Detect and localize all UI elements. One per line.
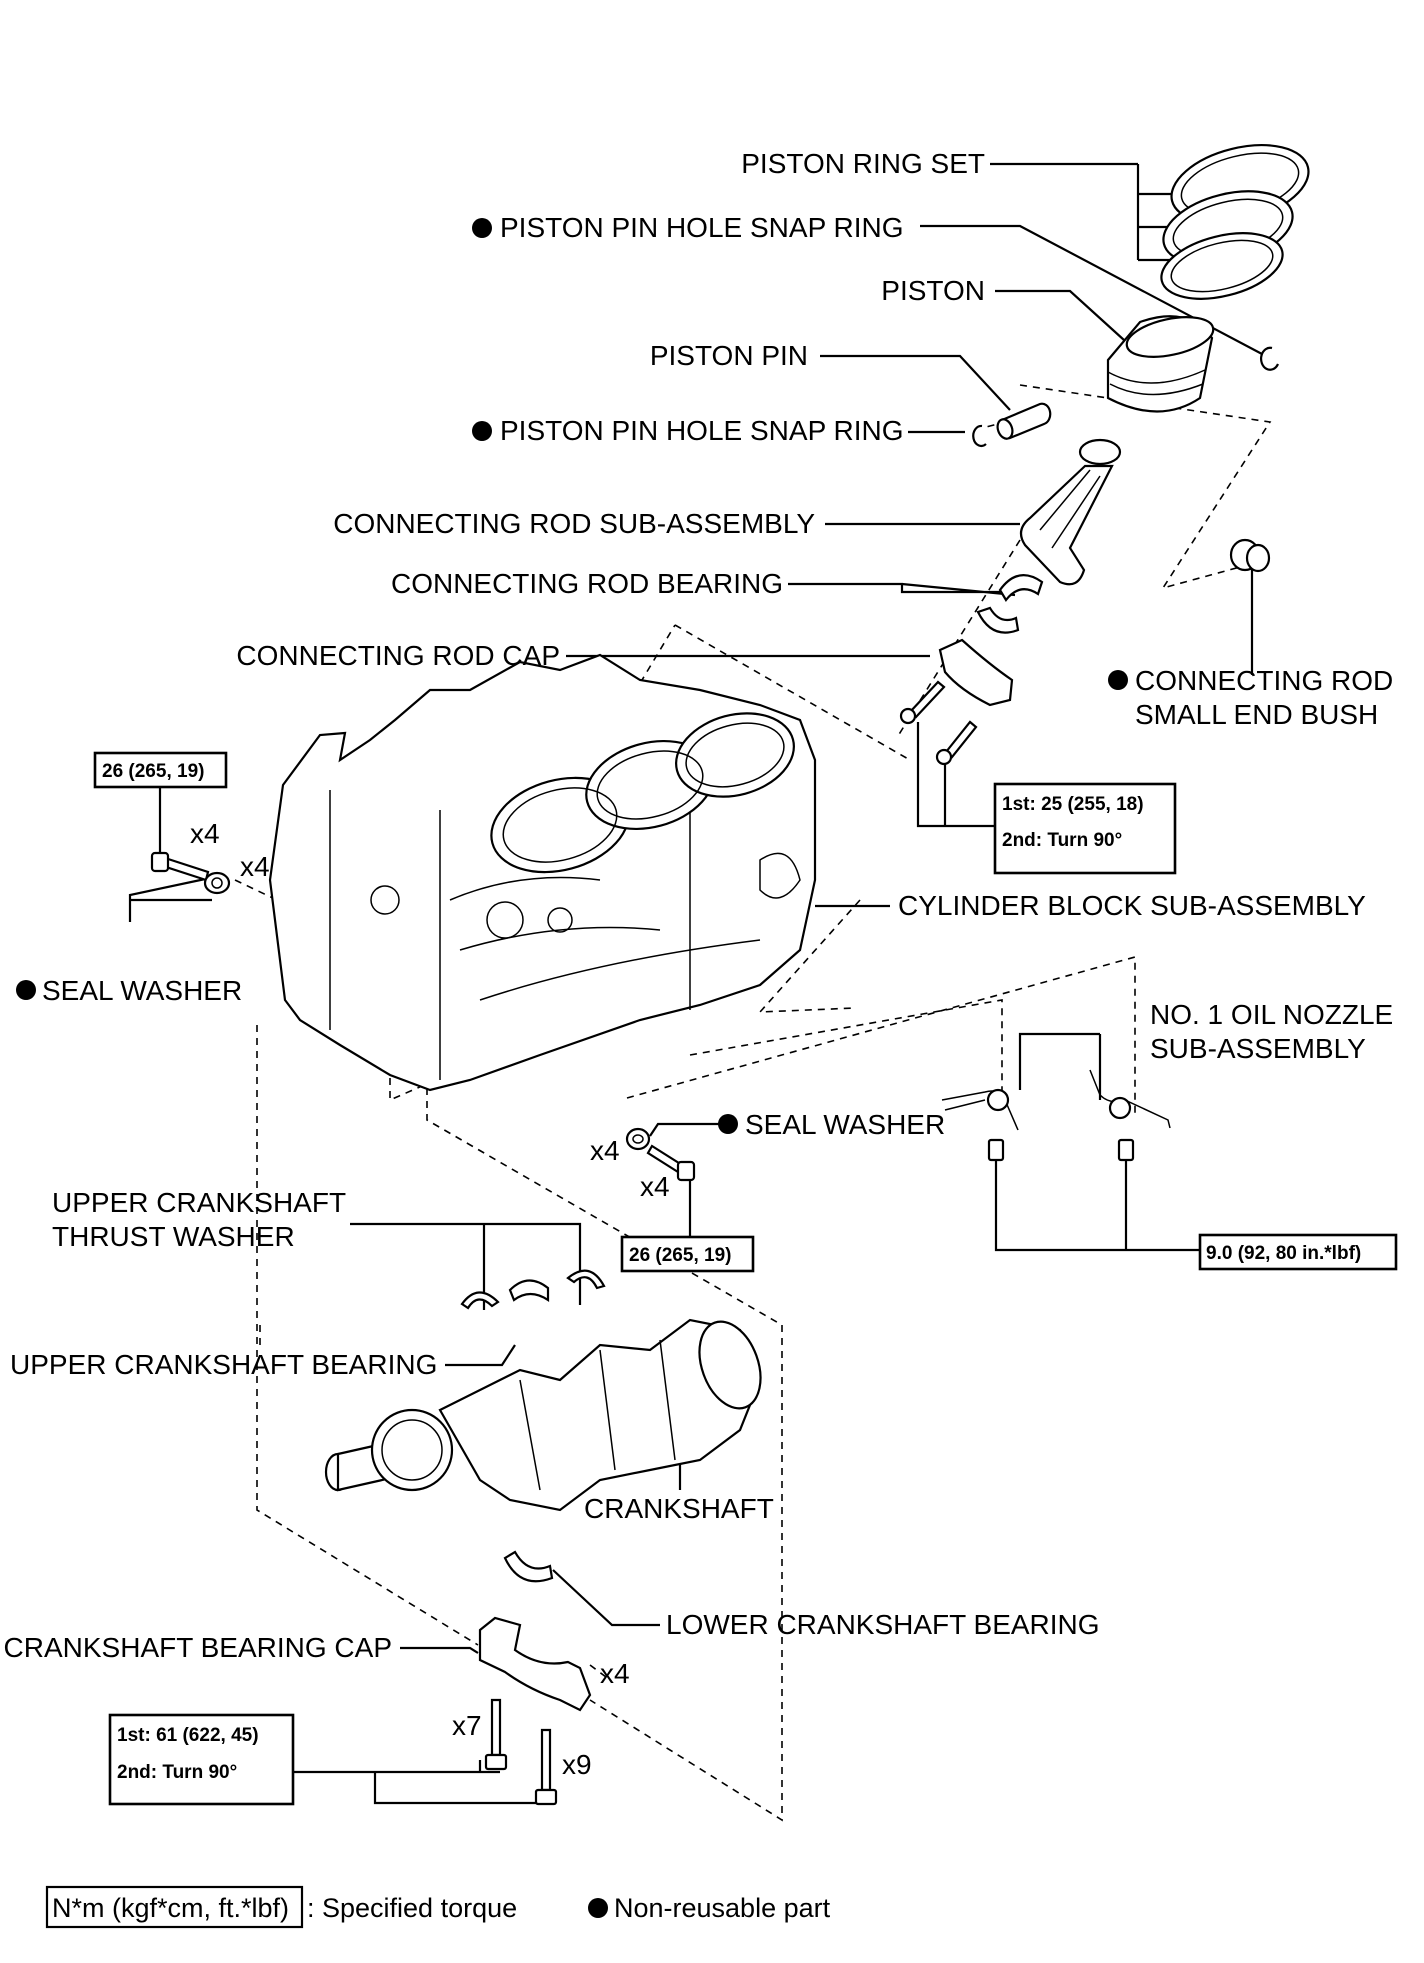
torque-cap-2nd: 2nd: Turn 90° [117, 1762, 237, 1783]
label-cylinder-block: CYLINDER BLOCK SUB-ASSEMBLY [898, 890, 1366, 921]
torque-oil-nozzle: 9.0 (92, 80 in.*lbf) [1206, 1243, 1361, 1264]
torque-conrod-2nd: 2nd: Turn 90° [1002, 830, 1122, 851]
label-upper-thrust-washer-line1: UPPER CRANKSHAFT [52, 1187, 346, 1218]
legend-torque-box [45, 1885, 304, 1929]
center-seal-washer-part [625, 1127, 651, 1151]
center-bolt-part [646, 1144, 696, 1182]
nonreusable-bullet-icon [718, 1114, 738, 1134]
torque-left-bolt: 26 (265, 19) [102, 761, 204, 782]
label-piston-pin: PISTON PIN [650, 340, 808, 371]
connecting-rod-part [1019, 438, 1122, 586]
snap-ring-lower-part [972, 424, 987, 447]
conrod-bolts-part [899, 680, 978, 766]
label-snap-ring-upper: PISTON PIN HOLE SNAP RING [500, 212, 904, 243]
nonreusable-bullet-icon [588, 1898, 608, 1918]
small-end-bush-part [1229, 538, 1271, 573]
cylinder-block-part [268, 653, 817, 1092]
left-bolt-part [150, 851, 210, 882]
torque-box-center: 26 (265, 19) [620, 1235, 755, 1273]
legend-torque-unit: N*m (kgf*cm, ft.*lbf) [52, 1893, 289, 1923]
piston-pin-part [996, 402, 1052, 440]
upper-crank-bearing-part [508, 1279, 550, 1303]
torque-box-left: 26 (265, 19) [93, 751, 228, 789]
torque-cap-1st: 1st: 61 (622, 45) [117, 1725, 259, 1746]
legend-nonreusable-desc: Non-reusable part [614, 1893, 831, 1923]
label-conrod-bearing: CONNECTING ROD BEARING [391, 568, 783, 599]
label-upper-thrust-washer-line2: THRUST WASHER [52, 1221, 295, 1252]
nonreusable-bullet-icon [16, 980, 36, 1000]
torque-box-conrod: 1st: 25 (255, 18) 2nd: Turn 90° [993, 782, 1177, 875]
label-upper-crank-bearing: UPPER CRANKSHAFT BEARING [10, 1349, 437, 1380]
torque-center-bolt: 26 (265, 19) [629, 1245, 731, 1266]
upper-thrust-washer-part [460, 1269, 606, 1310]
piston-ring-set-part [1160, 144, 1310, 300]
legend: N*m (kgf*cm, ft.*lbf) : Specified torque… [45, 1885, 831, 1929]
qty-bolt-x7: x7 [452, 1710, 482, 1741]
labels: PISTON RING SET PISTON PIN HOLE SNAP RIN… [4, 148, 1394, 1663]
label-small-end-bush-line1: CONNECTING ROD [1135, 665, 1393, 696]
qty-bolt-x9: x9 [562, 1749, 592, 1780]
label-oil-nozzle-line2: SUB-ASSEMBLY [1150, 1033, 1366, 1064]
label-seal-washer-center: SEAL WASHER [745, 1109, 945, 1140]
piston-part [1106, 315, 1215, 413]
label-conrod-sub-assembly: CONNECTING ROD SUB-ASSEMBLY [333, 508, 815, 539]
label-snap-ring-lower: PISTON PIN HOLE SNAP RING [500, 415, 904, 446]
label-seal-washer-left: SEAL WASHER [42, 975, 242, 1006]
qty-bolt-center: x4 [640, 1171, 670, 1202]
qty-washer-left: x4 [240, 851, 270, 882]
crank-bearing-cap-part [478, 1616, 592, 1712]
crankshaft-part [324, 1318, 762, 1512]
qty-bolt-left: x4 [190, 818, 220, 849]
torque-box-oil-nozzle: 9.0 (92, 80 in.*lbf) [1198, 1233, 1398, 1271]
quantities: x4 x4 x4 x4 x4 x7 x9 [190, 818, 670, 1780]
left-seal-washer-part [203, 871, 231, 895]
conrod-cap-part [938, 638, 1014, 707]
oil-nozzle-part [941, 1069, 1171, 1162]
label-crankshaft: CRANKSHAFT [584, 1493, 774, 1524]
conrod-bearing-part [976, 574, 1044, 634]
legend-torque-desc: : Specified torque [307, 1893, 517, 1923]
nonreusable-bullet-icon [472, 421, 492, 441]
label-piston: PISTON [881, 275, 985, 306]
snap-ring-upper-part [1260, 346, 1280, 371]
label-conrod-cap: CONNECTING ROD CAP [236, 640, 560, 671]
label-small-end-bush-line2: SMALL END BUSH [1135, 699, 1378, 730]
torque-box-cap: 1st: 61 (622, 45) 2nd: Turn 90° [108, 1713, 295, 1806]
label-oil-nozzle-line1: NO. 1 OIL NOZZLE [1150, 999, 1393, 1030]
nonreusable-bullet-icon [472, 218, 492, 238]
cap-bolts-part [484, 1698, 558, 1806]
qty-washer-center: x4 [590, 1135, 620, 1166]
torque-conrod-1st: 1st: 25 (255, 18) [1002, 794, 1144, 815]
lower-crank-bearing-part [503, 1550, 554, 1583]
nonreusable-bullet-icon [1108, 670, 1128, 690]
label-lower-crank-bearing: LOWER CRANKSHAFT BEARING [666, 1609, 1100, 1640]
qty-cap: x4 [600, 1658, 630, 1689]
label-piston-ring-set: PISTON RING SET [741, 148, 985, 179]
label-crank-bearing-cap: CRANKSHAFT BEARING CAP [4, 1632, 392, 1663]
